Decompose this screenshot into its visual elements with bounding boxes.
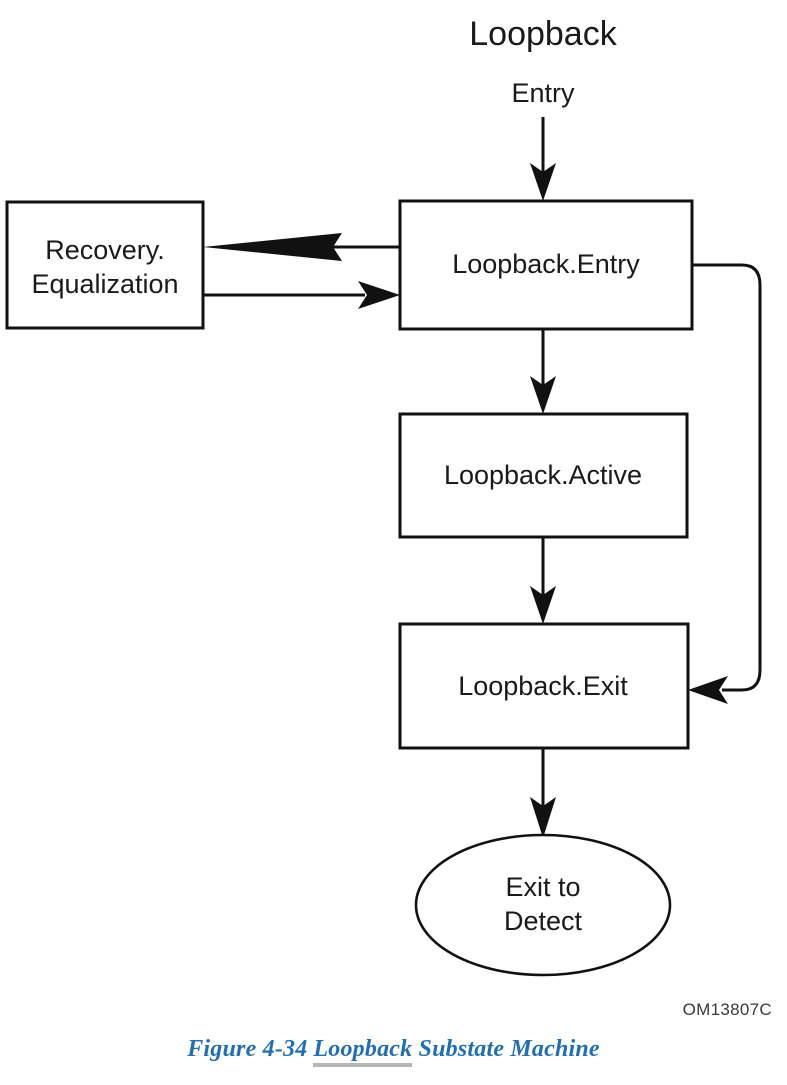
edge-loopback-entry-to-recovery — [203, 233, 400, 261]
node-recovery-equalization[interactable]: Recovery. Equalization — [5, 200, 205, 330]
edge-loopback-exit-to-detect — [530, 748, 556, 838]
figure-caption-rest: Substate Machine — [412, 1036, 600, 1062]
node-exit-to-detect-label-line2: Detect — [504, 906, 583, 936]
node-exit-to-detect[interactable]: Exit to Detect — [414, 833, 672, 977]
node-loopback-exit-label: Loopback.Exit — [458, 671, 628, 701]
edge-recovery-to-loopback-entry — [203, 281, 400, 309]
node-loopback-entry[interactable]: Loopback.Entry — [398, 199, 694, 331]
edge-loopback-entry-to-exit-bypass — [688, 263, 762, 704]
node-loopback-entry-label: Loopback.Entry — [452, 249, 640, 279]
edge-loopback-entry-to-active — [530, 329, 556, 414]
entry-label: Entry — [511, 78, 575, 108]
node-loopback-active[interactable]: Loopback.Active — [398, 412, 689, 539]
node-recovery-equalization-label-line2: Equalization — [31, 269, 178, 299]
edge-entry-to-loopback-entry — [530, 117, 556, 201]
node-loopback-active-label: Loopback.Active — [444, 460, 642, 490]
figure-caption-link[interactable]: Loopback — [313, 1036, 413, 1067]
edge-loopback-active-to-exit — [530, 537, 556, 624]
node-recovery-equalization-label-line1: Recovery. — [45, 235, 165, 265]
node-exit-to-detect-label-line1: Exit to — [505, 872, 580, 902]
diagram-title: Loopback — [469, 15, 617, 53]
figure-source-code: OM13807C — [683, 1000, 772, 1019]
node-loopback-exit[interactable]: Loopback.Exit — [398, 622, 690, 750]
figure-caption-number: Figure 4-34 — [187, 1036, 308, 1062]
